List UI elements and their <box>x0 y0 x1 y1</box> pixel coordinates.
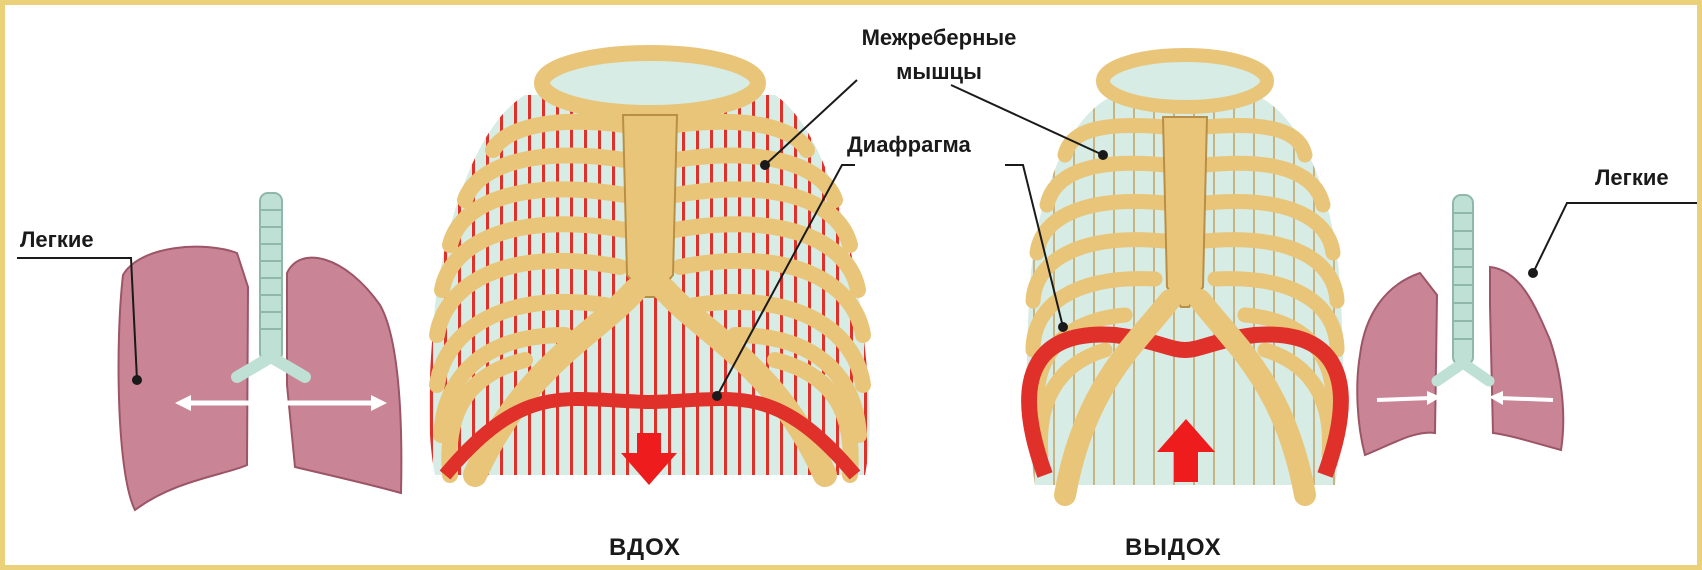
ribcage-inhale <box>429 53 869 485</box>
leader-intercostal-exhale <box>951 85 1103 155</box>
leader-lungs-right <box>1533 203 1697 273</box>
sternum-exhale <box>1163 117 1207 307</box>
lung-left-lobe-exhale <box>1357 273 1437 455</box>
lungs-right-illustration <box>1357 195 1563 455</box>
label-lungs-right: Легкие <box>1595 165 1669 191</box>
label-intercostal-line2: мышцы <box>823 55 1055 89</box>
sternum-inhale <box>623 115 677 297</box>
label-diaphragm: Диафрагма <box>847 132 971 158</box>
lung-right-lobe-exhale <box>1490 267 1563 450</box>
label-intercostal-muscles: Межреберные мышцы <box>823 21 1055 89</box>
ribcage-exhale <box>1027 55 1344 495</box>
label-inhale: ВДОХ <box>609 534 681 562</box>
label-exhale: ВЫДОХ <box>1125 534 1222 562</box>
label-intercostal-line1: Межреберные <box>823 21 1055 55</box>
lungs-left-illustration <box>119 193 402 510</box>
label-lungs-left: Легкие <box>20 227 94 253</box>
breathing-diagram <box>5 5 1697 565</box>
